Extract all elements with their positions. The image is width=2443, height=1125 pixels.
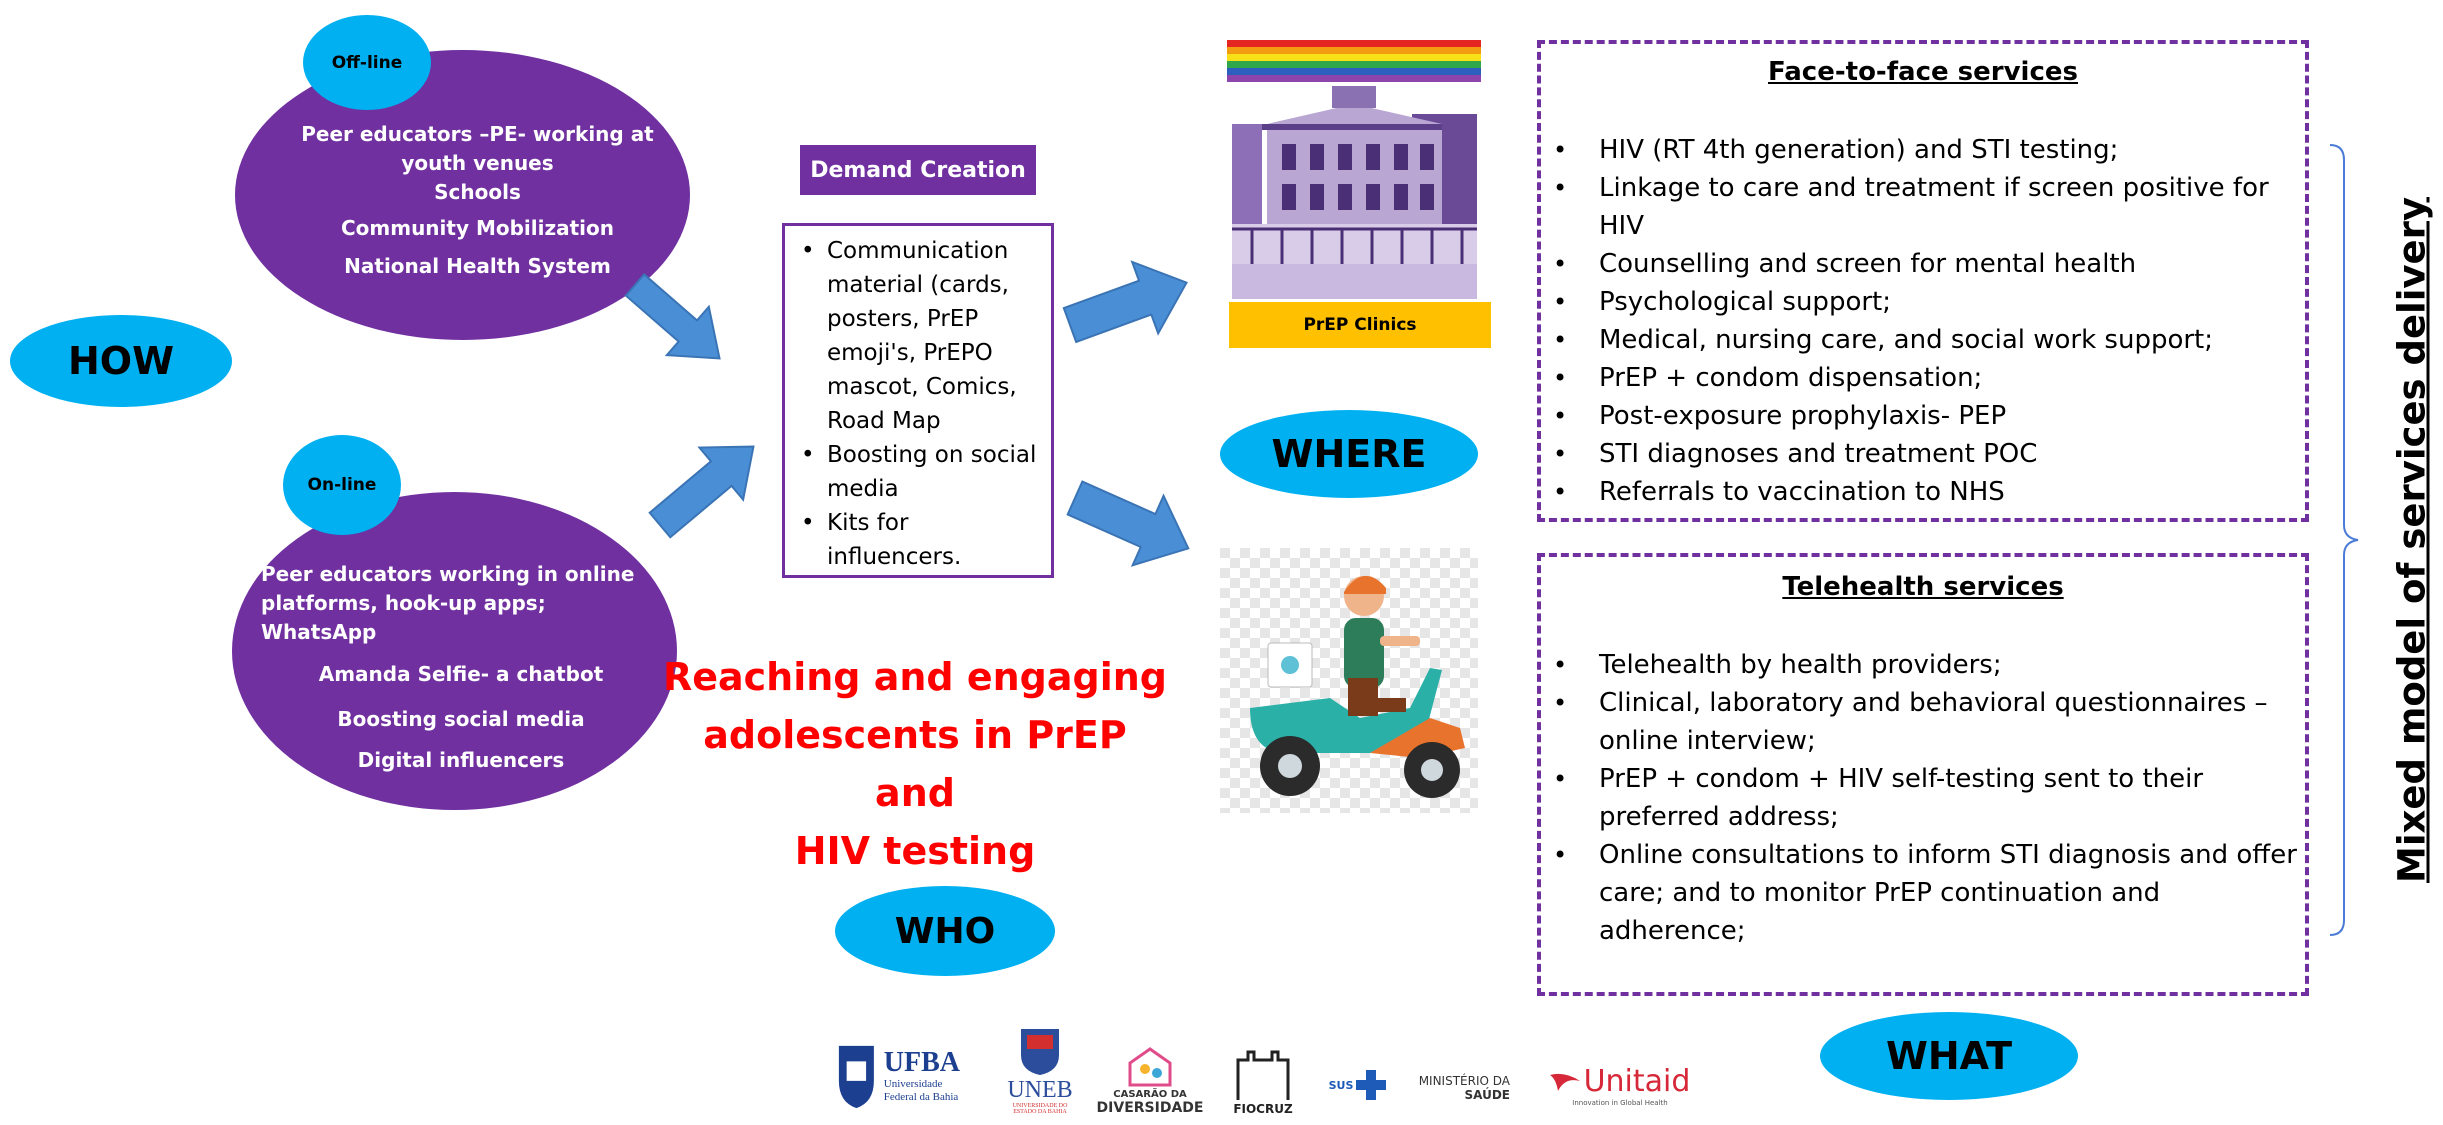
rainbow-flag [1227,40,1481,82]
headline-line-2: adolescents in PrEP and [703,713,1127,815]
demand-line: Road Map [827,408,941,434]
how-label: HOW [10,315,232,407]
tele-item: Clinical, laboratory and behavioral ques… [1553,684,2299,760]
uneb-sub-1: UNIVERSIDADE DO [1012,1103,1068,1109]
online-item-whatsapp: WhatsApp [261,620,377,644]
unitaid-name: Unitaid [1583,1063,1691,1099]
online-item-chatbot: Amanda Selfie- a chatbot [318,662,604,686]
offline-item-schools: Schools [434,180,521,204]
demand-creation-list: Communication material (cards, posters, … [785,234,1036,574]
demand-creation-title: Demand Creation [800,145,1036,195]
f2f-item: Referrals to vaccination to NHS [1553,473,2269,511]
demand-line: Kits for [827,510,909,536]
ministerio-line-1: MINISTÉRIO DA [1418,1074,1510,1088]
f2f-item: HIV (RT 4th generation) and STI testing; [1553,131,2269,169]
fiocruz-castle-icon [1236,1050,1290,1100]
side-label-text: Mixed model of services delivery [2390,197,2434,883]
offline-item-national-health-system: National Health System [344,254,611,278]
unitaid-swoosh-icon [1549,1073,1580,1091]
tele-item: Online consultations to inform STI diagn… [1553,836,2299,950]
casarao-text-1: CASARÃO DA [1113,1088,1187,1100]
uneb-sub-2: ESTADO DA BAHIA [1013,1109,1067,1115]
ministerio-logo: MINISTÉRIO DA SAÚDE [1400,1068,1510,1108]
casarao-logo: CASARÃO DA DIVERSIDADE [1097,1035,1203,1125]
online-item-influencers: Digital influencers [357,748,565,772]
demand-item-communication: Communication material (cards, posters, … [801,234,1036,438]
arrow-demand-to-where [1062,260,1188,344]
unitaid-tagline: Innovation in Global Health [1572,1098,1668,1107]
ministerio-line-2: SAÚDE [1464,1088,1510,1102]
unitaid-logo: Unitaid Innovation in Global Health [1540,1055,1700,1115]
casarao-text-2: DIVERSIDADE [1096,1099,1204,1116]
online-tag: On-line [283,435,401,535]
f2f-item: Medical, nursing care, and social work s… [1553,321,2269,359]
face-to-face-box: Face-to-face services HIV (RT 4th genera… [1537,40,2309,522]
f2f-item: PrEP + condom dispensation; [1553,359,2269,397]
arrow-offline-to-demand [624,273,721,360]
face-to-face-title: Face-to-face services [1768,57,2078,87]
sus-text: SUS [1328,1078,1354,1092]
demand-line: media [827,476,899,502]
offline-item-community-mobilization: Community Mobilization [340,216,615,240]
ufba-sub-1: Universidade [883,1078,943,1090]
what-label: WHAT [1820,1012,2078,1100]
demand-line: emoji's, PrEPO [827,340,993,366]
tele-item: Telehealth by health providers; [1553,646,2299,684]
delivery-scooter-image [1220,548,1478,813]
prep-clinics-label: PrEP Clinics [1229,302,1491,348]
telehealth-title: Telehealth services [1782,572,2064,602]
fiocruz-logo: FIOCRUZ [1228,1040,1298,1122]
right-bracket [2330,144,2359,936]
uneb-crest-icon [1021,1029,1059,1075]
headline-line-3: HIV testing [794,829,1036,873]
unitaid-row: Unitaid [1549,1063,1691,1099]
demand-item-kits: Kits for influencers. [801,506,1036,574]
uneb-name: UNEB [1007,1077,1073,1103]
demand-line: Boosting on social [827,442,1037,468]
online-ellipse [232,492,677,810]
who-label: WHO [835,886,1055,976]
face-to-face-list: HIV (RT 4th generation) and STI testing;… [1541,131,2269,511]
demand-line: material (cards, [827,272,1009,298]
headline: Reaching and engaging adolescents in PrE… [660,648,1170,880]
clinic-building-image [1232,84,1477,299]
f2f-item: Linkage to care and treatment if screen … [1553,169,2269,245]
telehealth-list: Telehealth by health providers; Clinical… [1541,646,2299,950]
telehealth-box: Telehealth services Telehealth by health… [1537,553,2309,996]
demand-line: influencers. [827,544,962,570]
casarao-house-icon [1128,1046,1172,1086]
demand-line: posters, PrEP [827,306,979,332]
uneb-logo: UNEB UNIVERSIDADE DO ESTADO DA BAHIA [1005,1020,1075,1120]
where-label: WHERE [1220,410,1478,498]
headline-line-1: Reaching and engaging [662,655,1168,699]
online-item-platforms: platforms, hook-up apps; [261,591,546,615]
demand-line: Communication [827,238,1009,264]
demand-item-boosting: Boosting on social media [801,438,1037,506]
offline-tag: Off-line [303,15,431,110]
offline-item-youth-venues: youth venues [401,151,554,175]
arrow-online-to-demand [648,445,755,539]
ufba-logo: UFBA Universidade Federal da Bahia [835,1032,960,1120]
fiocruz-name: FIOCRUZ [1233,1102,1293,1116]
ufba-name: UFBA [883,1047,960,1078]
ufba-wordmark: UFBA Universidade Federal da Bahia [884,1048,960,1104]
demand-line: mascot, Comics, [827,374,1017,400]
tele-item: PrEP + condom + HIV self-testing sent to… [1553,760,2299,836]
arrow-demand-to-telehealth [1066,480,1190,567]
offline-ellipse [235,50,690,340]
ufba-crest-icon [838,1045,874,1109]
demand-creation-box: Communication material (cards, posters, … [782,223,1054,578]
ufba-sub-2: Federal da Bahia [883,1091,959,1103]
offline-item-peer-educators: Peer educators –PE- working at [301,122,654,146]
online-item-boosting: Boosting social media [337,707,585,731]
f2f-item: Post-exposure prophylaxis- PEP [1553,397,2269,435]
f2f-item: STI diagnoses and treatment POC [1553,435,2269,473]
f2f-item: Psychological support; [1553,283,2269,321]
sus-logo: SUS [1325,1065,1390,1105]
online-item-peer-educators: Peer educators working in online [261,562,635,586]
f2f-item: Counselling and screen for mental health [1553,245,2269,283]
sus-cross-icon [1356,1070,1387,1100]
